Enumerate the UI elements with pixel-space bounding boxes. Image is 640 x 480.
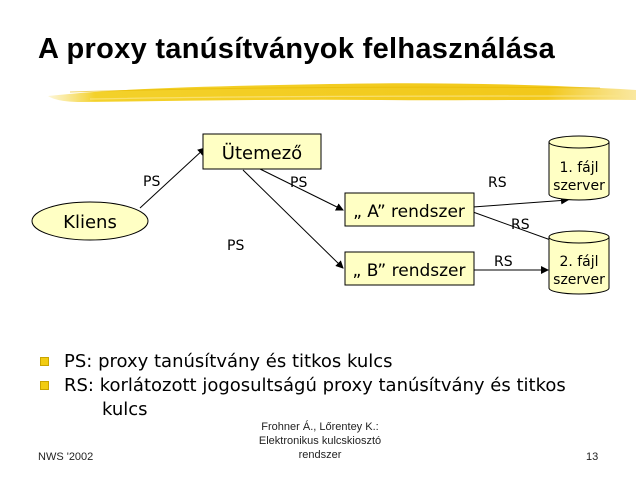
node-server1-label-line1: 1. fájl: [559, 160, 598, 176]
node-server2-cylinder: 2. fájl szerver: [548, 230, 610, 295]
footer-authors-line2: Elektronikus kulcskiosztó: [258, 435, 382, 447]
node-utemezo-label: Ütemező: [222, 142, 302, 164]
node-server2-label-line2: szerver: [553, 272, 605, 288]
edge-label-ps-3: PS: [227, 238, 244, 254]
bullet-ps: PS: proxy tanúsítvány és titkos kulcs: [38, 350, 628, 374]
node-a-rendszer: „ A” rendszer: [344, 192, 475, 227]
node-kliens: Kliens: [31, 201, 149, 241]
node-server1-label-line2: szerver: [553, 178, 605, 194]
footer-authors-line3: rendszer: [298, 449, 342, 461]
bullet-rs: RS: korlátozott jogosultságú proxy tanús…: [38, 374, 628, 422]
edge-label-rs-2: RS: [511, 217, 530, 233]
edge-a-server2: [472, 211, 560, 245]
bullet-rs-text: RS: korlátozott jogosultságú proxy tanús…: [64, 375, 566, 396]
bullet-rs-text-continued: kulcs: [102, 399, 148, 420]
edge-utemezo-b: [242, 169, 344, 269]
edge-label-rs-1: RS: [488, 175, 507, 191]
edge-label-ps-1: PS: [143, 174, 160, 190]
footer-authors: Frohner Á., Lőrentey K.: Elektronikus ku…: [230, 420, 410, 462]
bullet-ps-text: PS: proxy tanúsítvány és titkos kulcs: [64, 351, 393, 372]
edge-a-server1: [472, 196, 569, 208]
edge-label-ps-2: PS: [290, 175, 307, 191]
page-number: 13: [586, 451, 599, 463]
bullet-square-icon: [40, 357, 49, 366]
footer-authors-line1: Frohner Á., Lőrentey K.:: [261, 421, 379, 433]
node-utemezo: Ütemező: [202, 133, 322, 170]
bullet-square-icon: [40, 381, 49, 390]
node-server1-cylinder: 1. fájl szerver: [548, 135, 610, 201]
edge-kliens-utemezo: [139, 147, 206, 209]
node-a-rendszer-label: „ A” rendszer: [353, 202, 465, 222]
node-kliens-label: Kliens: [63, 212, 117, 233]
node-b-rendszer: „ B” rendszer: [344, 251, 475, 286]
node-b-rendszer-label: „ B” rendszer: [352, 261, 465, 281]
edge-utemezo-a: [257, 167, 344, 211]
node-server2-label-line1: 2. fájl: [559, 254, 598, 270]
edge-label-rs-3: RS: [494, 254, 513, 270]
footer-conference: NWS '2002: [38, 451, 94, 463]
bullet-list: PS: proxy tanúsítvány és titkos kulcs RS…: [38, 350, 628, 422]
slide-title: A proxy tanúsítványok felhasználása: [38, 33, 556, 65]
